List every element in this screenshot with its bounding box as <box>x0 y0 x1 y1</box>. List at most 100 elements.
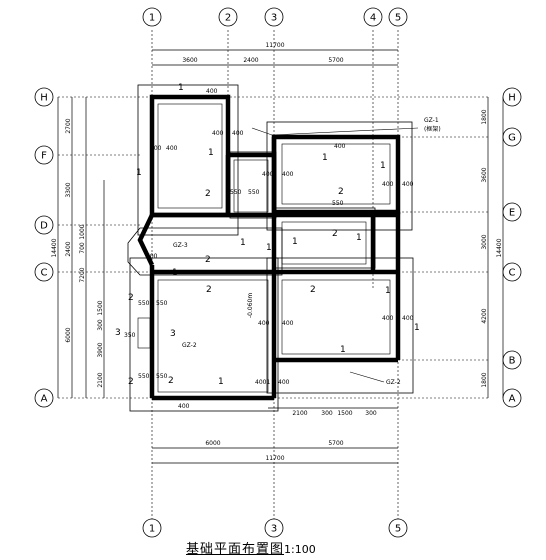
section-mark: 3 <box>115 328 121 338</box>
grid-bubble-bottom-5-circle <box>388 518 408 538</box>
section-mark: 1 <box>240 238 246 248</box>
dim-top-total: 11700 <box>265 42 284 49</box>
dim-right-span-3: 3000 <box>481 234 488 249</box>
dimension-labels: 11700 3600 2400 5700 6000 5700 11700 210… <box>51 42 503 462</box>
beam-dim-400: 400 <box>232 130 244 137</box>
inner-footing-lines <box>137 103 391 393</box>
section-mark: 1 <box>340 345 346 355</box>
grid-bubble-top-2-circle <box>218 7 238 27</box>
grid-bubble-bottom-3-circle <box>264 518 284 538</box>
grid-bubble-left-F-circle <box>34 145 54 165</box>
beam-dim-400: 400 <box>382 181 394 188</box>
dim-bottom-span-1: 6000 <box>205 440 220 447</box>
dim-left-span-2: 3300 <box>65 182 72 197</box>
dim-bottom-total: 11700 <box>265 455 284 462</box>
section-mark: 2 <box>338 187 344 197</box>
grid-bubble-left-H-circle <box>34 87 54 107</box>
section-mark: 1 <box>322 153 328 163</box>
footing-outlines <box>127 84 414 412</box>
section-mark: 1 <box>136 168 142 178</box>
drawing-caption: 基础平面布置图1:100 <box>186 538 316 557</box>
dim-right-span-2: 3600 <box>481 167 488 182</box>
grid-bubble-bottom-1-label: 1 <box>149 524 155 535</box>
dim-left-inner-5: 300 <box>97 319 104 331</box>
grid-bubble-top-5-label: 5 <box>395 13 401 24</box>
leader-lines <box>251 127 419 383</box>
grid-bubble-top-4-circle <box>363 7 383 27</box>
grid-bubble-left-D-circle <box>34 215 54 235</box>
dim-bottom-span-2: 5700 <box>328 440 343 447</box>
beam-dim-700: 700 <box>146 253 158 260</box>
grid-bubble-left-D-label: D <box>40 221 48 232</box>
grid-bubble-right-H-circle <box>502 87 522 107</box>
beam-dim-550: 550 <box>156 373 168 380</box>
dim-left-span-1: 2700 <box>65 118 72 133</box>
dim-top-span-1: 3600 <box>182 57 197 64</box>
beam-dim-400: 400 <box>212 130 224 137</box>
dimension-lines <box>57 49 504 464</box>
grid-bubble-right-G-circle <box>502 127 522 147</box>
beam-dim-400: 400 <box>334 143 346 150</box>
dim-left-inner-4: 1500 <box>97 300 104 315</box>
dim-left-inner-1: 1000 <box>79 224 86 239</box>
grid-bubble-right-H-label: H <box>508 93 516 104</box>
section-mark: 1 <box>208 148 214 158</box>
section-mark: 2 <box>310 285 316 295</box>
section-mark: 2 <box>168 376 174 386</box>
drawing-title: 基础平面布置图 <box>186 542 285 557</box>
dim-left-span-3: 2400 <box>65 241 72 256</box>
dim-left-total: 14400 <box>51 238 58 257</box>
section-marks: 1 1 1 2 1 1 2 1 2 1 2 1 1 1 2 1 1 2 2 3 … <box>115 83 420 387</box>
section-mark: 1 <box>414 323 420 333</box>
dim-right-span-5: 1800 <box>481 372 488 387</box>
beam-dim-400: 400 <box>402 315 414 322</box>
grid-bubble-left-C-circle <box>34 262 54 282</box>
dim-bottom-detail-2: 300 <box>321 410 333 417</box>
dim-left-inner-6: 3900 <box>97 342 104 357</box>
section-mark: 3 <box>170 329 176 339</box>
beam-dim-400: 400 <box>382 315 394 322</box>
dim-top-span-2: 2400 <box>243 57 258 64</box>
grid-bubble-top-3-label: 3 <box>271 13 277 24</box>
beam-dim-400: 400 <box>178 403 190 410</box>
beam-dim-550: 550 <box>230 189 242 196</box>
section-mark: 1 <box>380 161 386 171</box>
section-mark: 2 <box>128 377 134 387</box>
beam-dim-4001: 4001 <box>255 379 270 386</box>
beam-dim-400: 400 <box>206 88 218 95</box>
dim-left-span-4: 6000 <box>65 327 72 342</box>
dim-left-inner-7: 2100 <box>97 372 104 387</box>
grid-bubble-left-A-label: A <box>41 394 48 405</box>
beam-dim-550: 550 <box>156 300 168 307</box>
grid-bubble-right-E-label: E <box>509 208 515 219</box>
elevation-note: -0.060m <box>247 293 254 318</box>
grid-bubble-right-A-label: A <box>509 394 516 405</box>
section-mark: 2 <box>128 293 134 303</box>
beam-dim-400: 400 <box>258 320 270 327</box>
section-mark: 1 <box>178 83 184 93</box>
dim-left-inner-3: 7200 <box>79 267 86 282</box>
beam-dim-400: 400 <box>278 379 290 386</box>
grid-bubble-top-1-circle <box>142 7 162 27</box>
foundation-walls <box>137 94 401 401</box>
beam-width-labels: 400 400 400 400 400 400 400 400 400 400 … <box>124 88 414 410</box>
grid-bubble-right-B-circle <box>502 350 522 370</box>
grid-bubble-right-C-circle <box>502 262 522 282</box>
dim-left-inner-2: 700 <box>79 242 86 254</box>
grid-bubble-top-2-label: 2 <box>225 13 231 24</box>
section-mark: 2 <box>205 189 211 199</box>
dim-bottom-detail-3: 1500 <box>337 410 352 417</box>
section-mark: 1 <box>356 233 362 243</box>
dim-right-span-4: 4200 <box>481 308 488 323</box>
beam-dim-400: 400 <box>282 171 294 178</box>
grid-bubble-bottom-3-label: 3 <box>271 524 277 535</box>
beam-dim-550: 550 <box>138 300 150 307</box>
gz2-tag: GZ-2 <box>386 379 401 386</box>
beam-dim-400: 400 <box>150 145 162 152</box>
grid-bubble-right-C-label: C <box>509 268 516 279</box>
grid-bubble-right-E-circle <box>502 202 522 222</box>
gz3-tag: GZ-3 <box>173 242 188 249</box>
section-mark: 1 <box>266 243 272 253</box>
grid-bubble-top-3-circle <box>264 7 284 27</box>
